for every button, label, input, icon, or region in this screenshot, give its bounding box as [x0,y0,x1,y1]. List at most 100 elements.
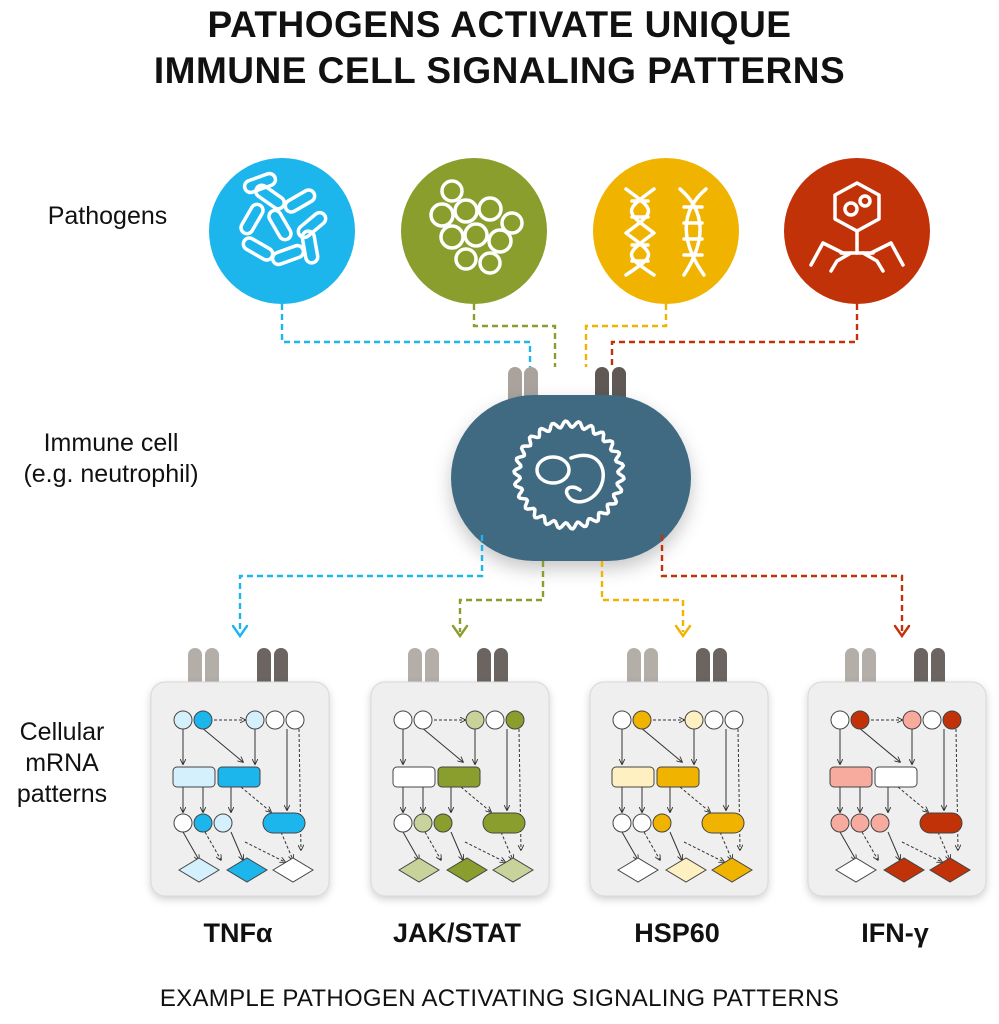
network-node [922,710,942,730]
network-node [262,812,306,834]
network-node [830,813,850,833]
pathway-panel [589,648,769,897]
network-node [178,857,220,883]
title-line-2: IMMUNE CELL SIGNALING PATTERNS [153,50,846,91]
cocci-cluster-icon [429,179,524,275]
pathway-panel [807,648,987,897]
panel-box [589,681,769,897]
row-label-mrna-line3: patterns [16,780,108,808]
network-edge [839,831,856,860]
network-node [902,710,922,730]
network-edge [621,831,638,860]
dashed-connector [660,535,904,632]
pathogen-circle [593,158,739,304]
network-edge [500,831,513,860]
network-edge [669,831,682,860]
diagram-title: PATHOGENS ACTIVATE UNIQUE IMMUNE CELL SI… [0,2,999,94]
network-node [446,857,488,883]
network-node [193,813,213,833]
pathogen-circle [401,158,547,304]
network-node [652,813,672,833]
panel-receptor [257,648,271,690]
panel-receptor [627,648,641,690]
network-node [265,710,285,730]
network-node [942,710,962,730]
network-node [617,857,659,883]
network-edge [280,831,293,860]
network-node [850,813,870,833]
row-label-immune-cell: Immune cell (e.g. neutrophil) [0,428,222,490]
signaling-network [392,710,534,883]
network-node [919,812,963,834]
network-node [272,857,314,883]
network-node [829,766,873,788]
pathogen-3 [593,158,739,304]
title-line-1: PATHOGENS ACTIVATE UNIQUE [207,4,792,45]
network-node [612,710,632,730]
signaling-network [172,710,314,883]
network-node [850,710,870,730]
panel-receptor [862,648,876,690]
network-node [393,710,413,730]
pathogen-1 [209,158,355,304]
network-node [413,813,433,833]
network-node [701,812,745,834]
pathway-label-hsp60: HSP60 [634,918,720,948]
panel-receptor [425,648,439,690]
network-edge [719,831,732,860]
panel-receptor [274,648,288,690]
network-node [632,710,652,730]
network-node [213,813,233,833]
pathogen-circle [209,158,355,304]
row-label-immune-cell-line2: (e.g. neutrophil) [23,460,199,488]
panel-receptor [914,648,928,690]
network-node [393,813,413,833]
network-node [285,710,305,730]
pathway-panels [150,648,987,897]
network-edge [464,841,505,862]
network-node [392,766,436,788]
network-edge [240,786,271,812]
neutrophil-nucleus-icon [512,419,626,531]
network-node [656,766,700,788]
network-node [217,766,261,788]
network-node [665,857,707,883]
network-node [482,812,526,834]
network-node [870,813,890,833]
network-edge [230,831,243,860]
network-edge [460,786,491,812]
pathway-label-tnfa: TNFα [203,918,273,948]
network-edge [450,831,463,860]
network-edge [679,786,710,812]
arrow-down-icon [231,624,249,639]
pathway-panel [370,648,550,897]
network-node [632,813,652,833]
dashed-connector [458,561,545,632]
network-edge [901,841,942,862]
panel-receptor [931,648,945,690]
network-node [724,710,744,730]
network-edge [643,831,660,860]
arrow-down-icon [451,624,469,639]
network-edge [204,831,221,860]
dashed-connector [280,304,532,367]
row-label-mrna-line1: Cellular [19,718,105,746]
dashed-connector [238,535,484,632]
network-node [874,766,918,788]
panel-box [807,681,987,897]
pathway-connectors [231,535,911,639]
network-node [172,766,216,788]
figure-caption: EXAMPLE PATHOGEN ACTIVATING SIGNALING PA… [159,985,840,1012]
immune-cell [451,395,691,561]
network-node [173,710,193,730]
network-edge [897,786,928,812]
signaling-network [611,710,753,883]
dashed-connector [472,304,557,367]
network-edge [861,831,878,860]
network-node [830,710,850,730]
network-edge [424,831,441,860]
network-node [883,857,925,883]
panel-receptor [188,648,202,690]
row-label-immune-cell-line1: Immune cell [43,429,179,457]
